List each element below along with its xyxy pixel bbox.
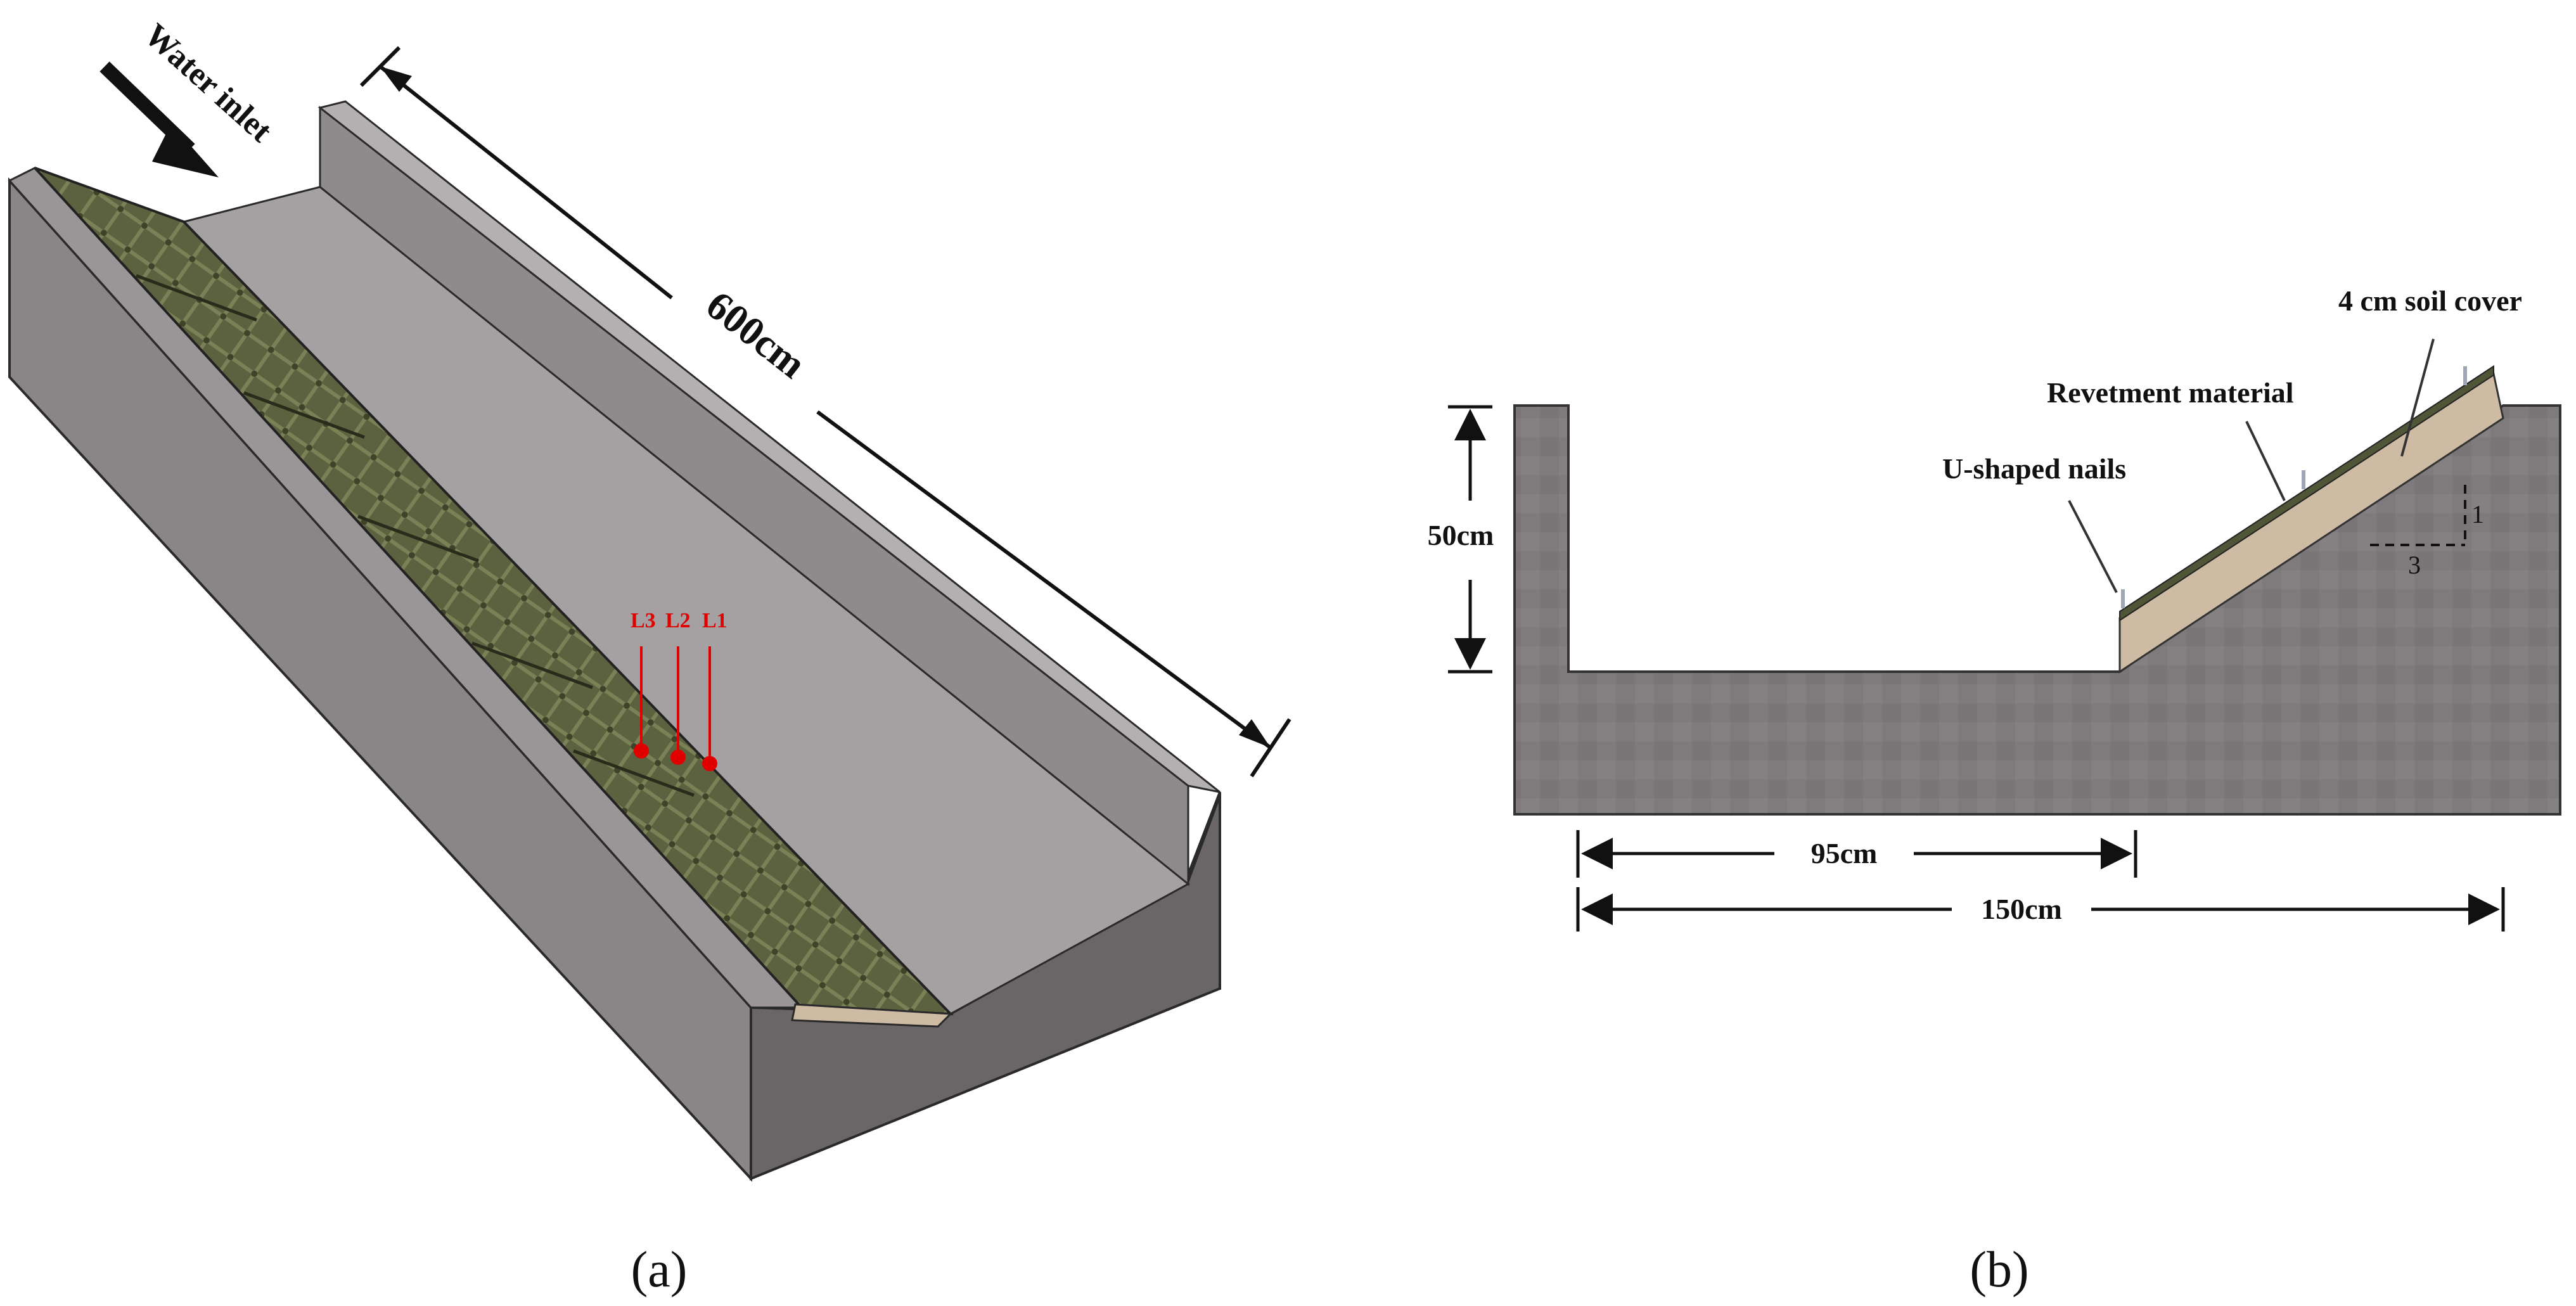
- water-inlet-label: Water inlet: [138, 17, 279, 150]
- label-l1: L1: [702, 609, 727, 632]
- soil-cover-end: [791, 1003, 953, 1028]
- panel-b-section: 1 3 U-shaped nails Revetment material 4 …: [1428, 285, 2561, 1298]
- slope-run-label: 3: [2408, 551, 2421, 579]
- section-revetment-layer: [2119, 365, 2494, 622]
- revetment-label: Revetment material: [2047, 376, 2294, 409]
- slope-triangle: [2370, 485, 2466, 546]
- height-label: 50cm: [1428, 519, 1494, 551]
- soil-cover-label: 4 cm soil cover: [2338, 285, 2522, 317]
- label-l3: L3: [631, 609, 656, 632]
- caption-b: (b): [1970, 1242, 2028, 1298]
- marker-l2: [670, 750, 686, 765]
- marker-l3: [634, 743, 649, 759]
- slope-rise-label: 1: [2471, 500, 2484, 528]
- total-width-label: 150cm: [1981, 893, 2062, 925]
- bottom-width-label: 95cm: [1811, 837, 1878, 869]
- length-dimension: [359, 46, 1291, 778]
- flume-right-wall-top: [317, 100, 1221, 793]
- bottom-width-dimension: [1576, 830, 2137, 878]
- length-label: 600cm: [698, 282, 814, 387]
- marker-l1: [702, 756, 717, 771]
- water-inlet-arrow: [99, 61, 219, 177]
- label-l2: L2: [665, 609, 691, 632]
- revetment-seams: [136, 274, 695, 797]
- total-width-dimension: [1576, 887, 2505, 931]
- section-concrete: [1513, 404, 2561, 816]
- panel-a-flume: L3 L2 L1 Water inlet 600cm (a): [8, 17, 1291, 1298]
- leader-lines: [2068, 338, 2435, 593]
- measure-markers: L3 L2 L1: [631, 609, 727, 771]
- caption-a: (a): [631, 1242, 688, 1298]
- section-nails: [2121, 366, 2467, 608]
- height-dimension: [1448, 405, 1492, 674]
- nails-label: U-shaped nails: [1942, 452, 2126, 485]
